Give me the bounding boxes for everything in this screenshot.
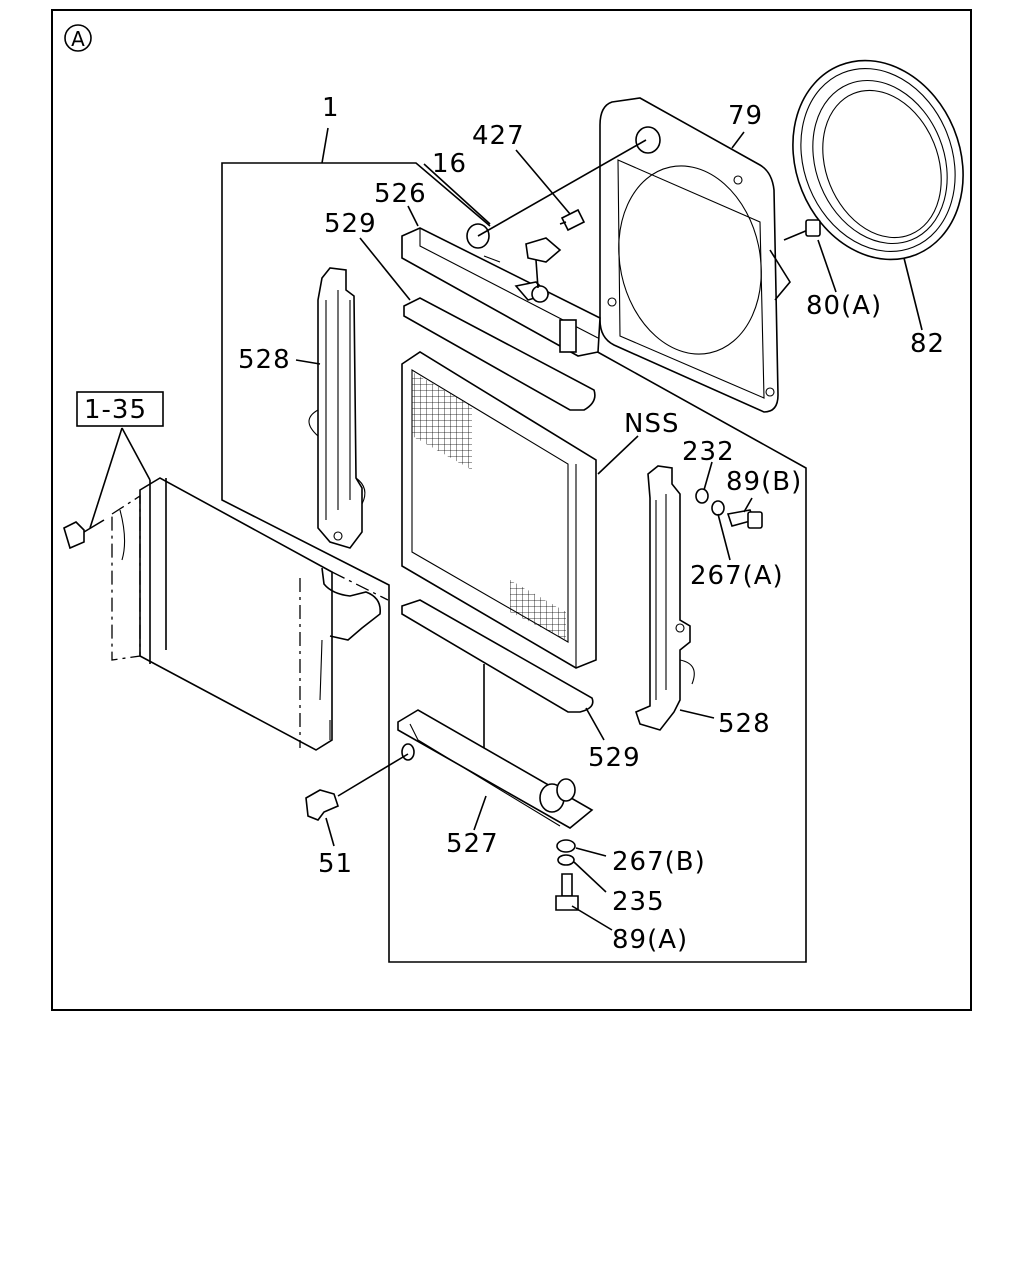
label-528-left: 528 [238, 345, 291, 375]
assembly-boundary [221, 162, 807, 963]
leader-427 [515, 149, 571, 215]
label-nss: NSS [624, 409, 679, 439]
fasteners-bottom [555, 839, 579, 911]
leader-267b [575, 847, 607, 857]
label-529-bottom: 529 [588, 743, 641, 773]
label-235: 235 [612, 887, 665, 917]
leader-51 [325, 817, 335, 847]
label-82: 82 [910, 329, 945, 359]
label-1-35: 1-35 [84, 395, 147, 425]
label-box-1-35 [76, 391, 164, 427]
gasket-bottom [401, 599, 594, 713]
label-527: 527 [446, 829, 499, 859]
leader-nss [597, 435, 639, 475]
label-232: 232 [682, 437, 735, 467]
leader-1-35-a [89, 427, 123, 529]
bracket-right [635, 465, 695, 731]
label-1: 1 [322, 93, 340, 123]
gasket-top [403, 297, 596, 411]
overflow-line [477, 139, 647, 237]
label-80a: 80(A) [806, 291, 882, 321]
leader-528-right [679, 709, 715, 719]
fasteners-right [695, 488, 763, 529]
drain-plug-427 [559, 208, 586, 232]
bracket-left [308, 267, 366, 549]
label-528-right: 528 [718, 709, 771, 739]
leader-529-bottom [585, 707, 605, 741]
label-427: 427 [472, 121, 525, 151]
leader-528-left [295, 359, 321, 365]
lower-tank [397, 709, 594, 829]
label-89b: 89(B) [726, 467, 802, 497]
label-529-top: 529 [324, 209, 377, 239]
leader-79 [731, 131, 745, 149]
bolt-80a [783, 219, 821, 241]
leader-1 [321, 127, 329, 164]
leader-80a [817, 239, 837, 293]
radiator-cap [525, 237, 562, 289]
label-79: 79 [728, 101, 763, 131]
leader-89a [571, 905, 613, 931]
leader-16 [423, 163, 491, 225]
leader-82 [903, 257, 923, 331]
leader-235 [573, 861, 607, 893]
diagram-frame [51, 9, 972, 1011]
leader-526 [407, 205, 419, 227]
radiator-core [401, 351, 597, 669]
leader-529-top [359, 237, 411, 301]
label-51: 51 [318, 849, 353, 879]
section-marker-letter: A [71, 27, 85, 51]
label-89a: 89(A) [612, 925, 688, 955]
leader-1-35-b [121, 427, 151, 481]
assembly-boundary-top [322, 162, 491, 227]
leader-527 [473, 795, 487, 831]
leader-89b [743, 497, 753, 513]
upper-tank [401, 223, 601, 357]
fan-shroud [599, 97, 791, 413]
drain-cock [305, 753, 409, 821]
fan-ring [792, 59, 964, 261]
label-16: 16 [432, 149, 467, 179]
label-267a: 267(A) [690, 561, 784, 591]
label-526: 526 [374, 179, 427, 209]
radiator-assembly [63, 477, 389, 751]
label-267b: 267(B) [612, 847, 706, 877]
leader-232 [703, 461, 713, 491]
small-pipe [483, 255, 501, 263]
leader-267a [717, 513, 731, 561]
section-marker: A [64, 24, 92, 52]
